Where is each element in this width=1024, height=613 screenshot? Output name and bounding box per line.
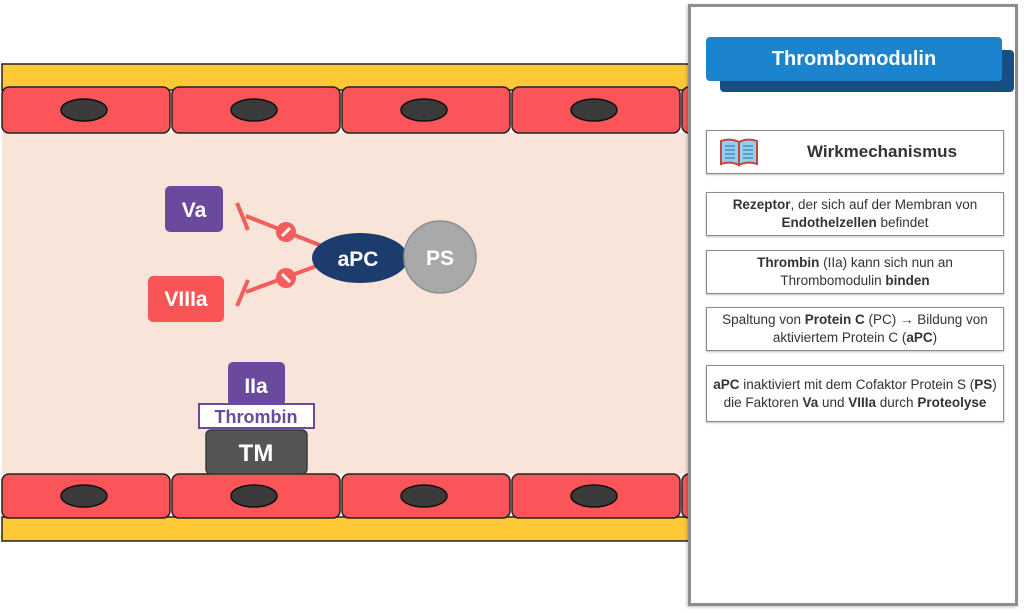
- thrombin-iia-box: [228, 362, 285, 406]
- factor-viiia: [148, 276, 224, 322]
- top-nucleus-2: [230, 98, 278, 122]
- info-text: aPC inaktiviert mit dem Cofaktor Protein…: [713, 376, 997, 410]
- section-header: Wirkmechanismus: [706, 130, 1004, 174]
- iia-label: IIa: [244, 375, 268, 398]
- info-text: Rezeptor, der sich auf der Membran von E…: [732, 197, 978, 230]
- vessel-wall-top: [1, 63, 693, 91]
- book-icon: [720, 138, 758, 167]
- info-box-apc: aPC inaktiviert mit dem Cofaktor Protein…: [706, 365, 1004, 422]
- top-nucleus-4: [570, 98, 618, 122]
- factor-viiia-label: VIIIa: [164, 288, 208, 311]
- bottom-nucleus-3: [400, 484, 448, 508]
- factor-va: [165, 186, 223, 232]
- bottom-nucleus-4: [570, 484, 618, 508]
- tm-label: TM: [239, 440, 274, 467]
- info-box-protein-c: Spaltung von Protein C (PC) → Bildung vo…: [706, 307, 1004, 351]
- inhibitor-va: [235, 202, 323, 248]
- thrombomodulin-receptor: [205, 429, 308, 475]
- thrombin-label-box: [198, 403, 315, 429]
- vessel-lumen: [2, 133, 692, 474]
- info-box-rezeptor: Rezeptor, der sich auf der Membran von E…: [706, 192, 1004, 236]
- vessel-wall-bottom: [1, 516, 693, 542]
- info-text: Spaltung von Protein C (PC) → Bildung vo…: [722, 312, 988, 345]
- ps-label: PS: [426, 247, 454, 270]
- panel-title: Thrombomodulin: [706, 37, 1002, 81]
- info-box-thrombin: Thrombin (IIa) kann sich nun an Thrombom…: [706, 250, 1004, 294]
- top-nucleus-3: [400, 98, 448, 122]
- thrombin-label: Thrombin: [215, 407, 298, 427]
- bottom-nucleus-2: [230, 484, 278, 508]
- ps-circle: [403, 220, 477, 294]
- apc-label: aPC: [338, 248, 379, 271]
- factor-va-label: Va: [182, 199, 207, 222]
- top-nucleus-1: [60, 98, 108, 122]
- bottom-nucleus-1: [60, 484, 108, 508]
- info-panel: [688, 4, 1018, 606]
- info-text: Thrombin (IIa) kann sich nun an Thrombom…: [757, 255, 953, 288]
- inhibitor-viiia: [235, 262, 323, 307]
- apc-ellipse: [312, 233, 408, 283]
- section-label: Wirkmechanismus: [806, 142, 958, 161]
